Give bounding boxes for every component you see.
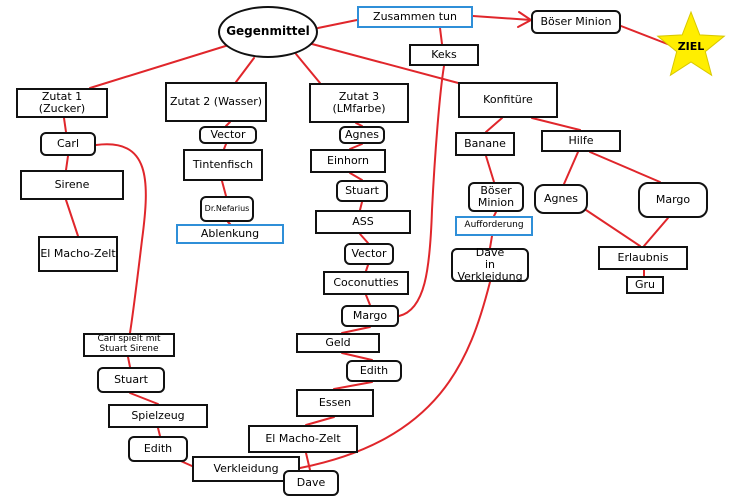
edge-margo-keks <box>398 65 445 317</box>
node-dave-in-verkleidung[interactable]: Dave in Verkleidung <box>451 246 529 283</box>
edge-zusammen-keks <box>439 27 443 45</box>
edge-dave-verkleidung-verkleidung <box>299 281 491 469</box>
node-coconutties[interactable]: Coconutties <box>323 271 409 295</box>
edge-macho-dave <box>305 452 311 471</box>
edge-stuart-spielzeug <box>129 392 159 405</box>
node-el-macho-zelt-2[interactable]: El Macho-Zelt <box>248 425 358 453</box>
edge-essen-macho <box>305 416 335 426</box>
goal-star <box>656 10 726 77</box>
node-erlaubnis[interactable]: Erlaubnis <box>598 246 688 270</box>
node-vector-2[interactable]: Vector <box>344 243 394 265</box>
ziel-label: ZIEL <box>677 40 705 53</box>
node-vector-1[interactable]: Vector <box>199 126 257 144</box>
edge-boeser-minion-ziel <box>620 25 671 46</box>
edge-margo-geld <box>341 326 371 334</box>
node-hilfe[interactable]: Hilfe <box>541 130 621 152</box>
edge-zutat1-carl <box>63 117 67 133</box>
edge-stuart-ass <box>359 201 363 211</box>
edge-agnes-erlaubnis <box>579 205 641 247</box>
node-essen[interactable]: Essen <box>296 389 374 417</box>
edge-boeser-aufforderung <box>493 211 497 217</box>
node-banane[interactable]: Banane <box>455 132 515 156</box>
edge-geld-edith <box>341 352 373 361</box>
node-zusammen-tun[interactable]: Zusammen tun <box>357 6 473 28</box>
edge-edith-essen <box>333 381 373 390</box>
edge-aufforderung-dave <box>489 235 493 249</box>
star-icon <box>656 10 726 77</box>
edge-gegenmittel-konfituere <box>311 43 463 85</box>
node-agnes-1[interactable]: Agnes <box>339 126 385 144</box>
node-agnes-2[interactable]: Agnes <box>534 184 588 214</box>
node-margo-1[interactable]: Margo <box>341 305 399 327</box>
node-carl[interactable]: Carl <box>40 132 96 156</box>
edge-nefarius-ablenkung <box>227 221 231 225</box>
edge-gegenmittel-zutat2 <box>235 57 255 83</box>
edge-zutat3-agnes <box>355 122 363 127</box>
node-stuart-1[interactable]: Stuart <box>336 180 388 202</box>
edge-konfituere-hilfe <box>531 117 581 131</box>
edge-agnes-einhorn <box>349 143 363 150</box>
node-verkleidung[interactable]: Verkleidung <box>192 456 300 482</box>
node-stuart-2[interactable]: Stuart <box>97 367 165 393</box>
node-ziel[interactable]: ZIEL <box>654 10 728 82</box>
node-edith-1[interactable]: Edith <box>346 360 402 382</box>
edge-zutat2-vector <box>225 121 231 127</box>
edge-group <box>63 11 671 471</box>
edge-ass-vector <box>359 233 369 244</box>
edge-carl-long <box>95 143 147 334</box>
edge-tintenfisch-nefarius <box>221 180 227 197</box>
edge-konfituere-banane <box>485 117 503 133</box>
edge-vector-tintenfisch <box>223 143 227 150</box>
edge-banane-boeser <box>485 155 495 183</box>
node-zutat-3[interactable]: Zutat 3 (LMfarbe) <box>309 83 409 123</box>
edge-zusammen-boeser-minion <box>472 15 532 21</box>
edge-einhorn-stuart <box>349 172 363 181</box>
node-dr-nefarius[interactable]: Dr.Nefarius <box>200 196 254 222</box>
node-el-macho-zelt-1[interactable]: El Macho-Zelt <box>38 236 118 272</box>
edge-coconutties-margo <box>365 294 371 306</box>
node-ablenkung[interactable]: Ablenkung <box>176 224 284 244</box>
edge-margo-erlaubnis <box>643 217 669 247</box>
node-carl-spielt-mit-stuart-sirene[interactable]: Carl spielt mit Stuart Sirene <box>83 333 175 357</box>
node-sirene[interactable]: Sirene <box>20 170 124 200</box>
edge-carlspielt-stuart <box>127 356 131 368</box>
node-boeser-minion-2[interactable]: Böser Minion <box>468 182 524 212</box>
node-einhorn[interactable]: Einhorn <box>310 149 386 173</box>
node-zutat-2[interactable]: Zutat 2 (Wasser) <box>165 82 267 122</box>
edge-gegenmittel-zusammen <box>317 19 358 29</box>
edge-hilfe-margo <box>589 151 661 183</box>
edge-sirene-macho <box>65 199 79 237</box>
edge-gegenmittel-zutat3 <box>295 53 321 84</box>
node-gegenmittel[interactable]: Gegenmittel <box>218 6 318 58</box>
edge-hilfe-agnes <box>563 151 579 185</box>
node-gru[interactable]: Gru <box>626 276 664 294</box>
edge-spielzeug-edith <box>157 427 161 437</box>
node-zutat-1[interactable]: Zutat 1 (Zucker) <box>16 88 108 118</box>
node-aufforderung[interactable]: Aufforderung <box>455 216 533 236</box>
edge-gegenmittel-zutat1 <box>89 43 233 89</box>
node-edith-2[interactable]: Edith <box>128 436 188 462</box>
node-konfituere[interactable]: Konfitüre <box>458 82 558 118</box>
node-tintenfisch[interactable]: Tintenfisch <box>183 149 263 181</box>
edge-vector-coconutties <box>365 264 369 272</box>
node-keks[interactable]: Keks <box>409 44 479 66</box>
node-dave[interactable]: Dave <box>283 470 339 496</box>
node-margo-2[interactable]: Margo <box>638 182 708 218</box>
node-spielzeug[interactable]: Spielzeug <box>108 404 208 428</box>
edge-carl-sirene <box>65 155 69 171</box>
node-boeser-minion[interactable]: Böser Minion <box>531 10 621 34</box>
node-geld[interactable]: Geld <box>296 333 380 353</box>
node-ass[interactable]: ASS <box>315 210 411 234</box>
